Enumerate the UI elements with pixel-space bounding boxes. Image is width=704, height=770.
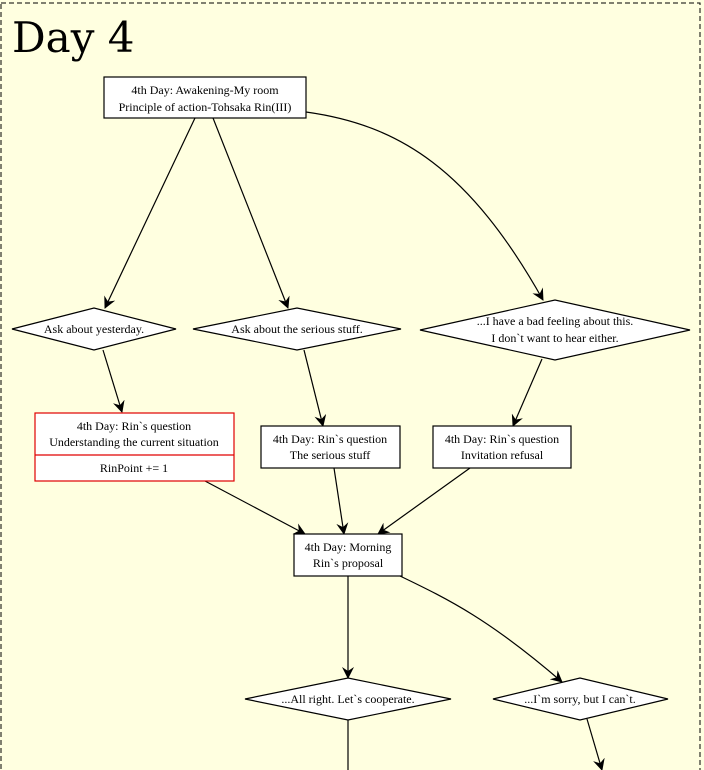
cluster-title: Day 4 (12, 13, 135, 62)
node-label: Understanding the current situation (49, 435, 219, 449)
choice-ask-serious[interactable]: Ask about the serious stuff. (192, 307, 402, 351)
choice-ask-yesterday[interactable]: Ask about yesterday. (11, 307, 177, 351)
node-question-understanding[interactable]: 4th Day: Rin`s question Understanding th… (34, 412, 235, 482)
node-morning[interactable]: 4th Day: Morning Rin`s proposal (293, 533, 403, 577)
node-label: Rin`s proposal (313, 556, 384, 570)
node-label: Principle of action-Tohsaka Rin(III) (119, 100, 292, 114)
choice-label: I don`t want to hear either. (491, 331, 618, 345)
edge-sorry-next (586, 718, 605, 770)
node-label: 4th Day: Rin`s question (273, 432, 387, 446)
node-question-serious[interactable]: 4th Day: Rin`s question The serious stuf… (260, 425, 401, 469)
edge-start-serious (212, 117, 290, 309)
edge-yesterday-understanding (102, 349, 125, 413)
edge-serious-question (303, 349, 327, 427)
node-label: 4th Day: Rin`s question (77, 419, 191, 433)
choice-label: ...All right. Let`s cooperate. (281, 692, 414, 706)
choice-cooperate[interactable]: ...All right. Let`s cooperate. (244, 677, 452, 721)
node-question-refusal[interactable]: 4th Day: Rin`s question Invitation refus… (432, 425, 572, 469)
edge-morning-sorry (399, 575, 563, 683)
choice-bad-feeling[interactable]: ...I have a bad feeling about this. I do… (419, 299, 691, 361)
node-label: 4th Day: Awakening-My room (131, 83, 279, 97)
edge-bad-feeling-refusal (511, 358, 543, 427)
choice-label: Ask about the serious stuff. (231, 322, 362, 336)
edge-refusal-morning (377, 467, 471, 535)
node-label: Invitation refusal (461, 448, 544, 462)
node-label: 4th Day: Rin`s question (445, 432, 559, 446)
choice-sorry[interactable]: ...I`m sorry, but I can`t. (492, 677, 669, 721)
node-start[interactable]: 4th Day: Awakening-My room Principle of … (103, 76, 307, 119)
choice-label: Ask about yesterday. (44, 322, 144, 336)
node-label: The serious stuff (290, 448, 370, 462)
choice-label: ...I have a bad feeling about this. (477, 314, 634, 328)
choice-label: ...I`m sorry, but I can`t. (524, 692, 636, 706)
edge-start-bad-feeling (305, 111, 544, 301)
edge-start-yesterday (104, 117, 196, 309)
edges (102, 111, 605, 770)
edge-understanding-morning (204, 480, 306, 535)
node-label: 4th Day: Morning (305, 540, 392, 554)
node-effect: RinPoint += 1 (100, 461, 168, 475)
edge-serious-morning (333, 467, 349, 535)
